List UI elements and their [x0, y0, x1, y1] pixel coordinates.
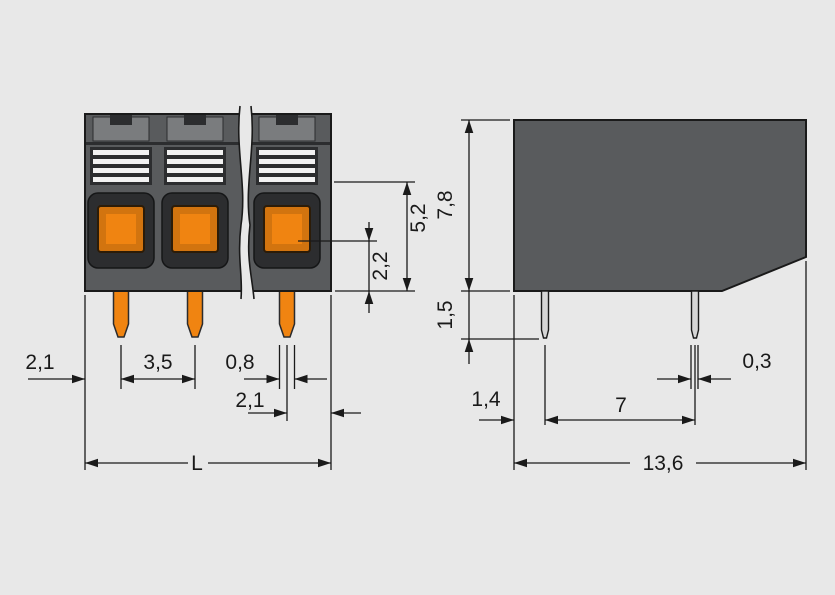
dim-label-side-pin-length: 1,5	[434, 300, 457, 329]
dim-label-front-pin-to-edge: 2,1	[235, 389, 264, 412]
front-push-button-faces	[106, 214, 302, 244]
dimension-labels: 2,1 3,5 0,8 2,1 L 5,2 2,2 7,8 1,5 1,4 7 …	[25, 190, 771, 475]
front-housing-outline	[84, 113, 332, 292]
dim-label-front-height-clamp: 5,2	[407, 203, 430, 232]
dim-label-side-body-height: 7,8	[434, 190, 457, 219]
break-line	[237, 105, 255, 300]
dim-label-front-total-length: L	[191, 452, 203, 475]
dim-label-side-pin-spacing: 7	[615, 394, 627, 417]
side-solder-pins	[540, 290, 700, 339]
dim-label-side-edge-to-pin: 1,4	[471, 388, 501, 411]
dim-label-front-height-lower: 2,2	[369, 251, 392, 280]
dim-label-side-pin-thickness: 0,3	[742, 350, 771, 373]
front-view	[84, 105, 332, 338]
dim-label-front-pitch: 3,5	[143, 351, 172, 374]
front-clamp-stripes	[93, 150, 315, 182]
side-view	[513, 119, 807, 339]
dimension-arrowheads	[72, 120, 806, 468]
side-housing-body	[513, 119, 807, 292]
front-solder-pins	[112, 290, 296, 338]
dim-label-front-edge-to-pin: 2,1	[25, 351, 54, 374]
dim-label-side-total-depth: 13,6	[643, 452, 684, 475]
front-housing-tabs	[92, 116, 316, 142]
dim-label-front-pin-width: 0,8	[225, 351, 254, 374]
